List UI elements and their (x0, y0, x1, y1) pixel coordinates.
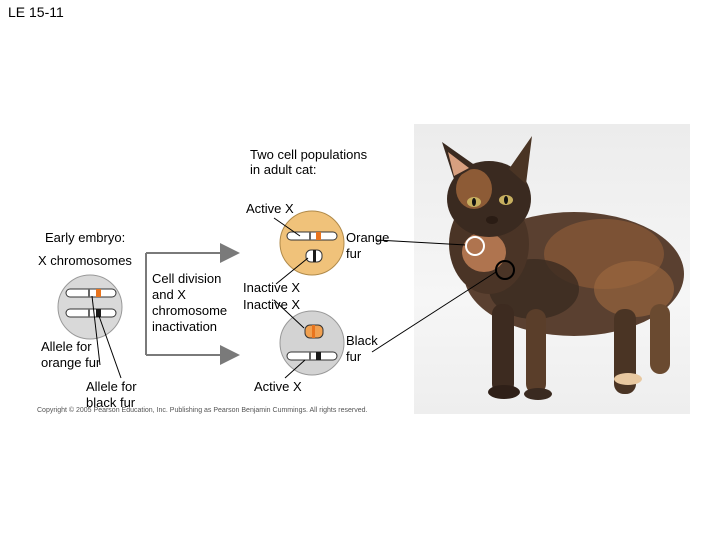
cell-division-line3: chromosome (152, 303, 228, 318)
cell-division-line2: and X (152, 287, 186, 302)
black-fur-marker (495, 260, 515, 280)
leader-black-fur (371, 271, 497, 353)
leader-orange-fur (375, 239, 467, 246)
leader-active-x-bottom (284, 359, 306, 379)
leader-allele-black (98, 315, 122, 379)
embryo-chromosome-black (65, 308, 117, 318)
two-populations-line1: Two cell populations (250, 147, 368, 162)
leader-inactive-x-1 (275, 257, 309, 285)
copyright-notice: Copyright © 2005 Pearson Education, Inc.… (37, 407, 368, 414)
bottom-active-x-chromosome (286, 351, 338, 361)
allele-black-line1: Allele for (86, 379, 137, 394)
inactive-x-label-1: Inactive X (243, 280, 301, 295)
black-fur-cell (279, 310, 345, 376)
cell-division-line1: Cell division (152, 271, 222, 286)
leader-active-x-top (273, 217, 301, 237)
orange-fur-label-line2: fur (346, 246, 362, 261)
top-inactive-x-chromosome (305, 249, 323, 263)
active-x-top-label: Active X (246, 201, 294, 216)
cell-division-line4: inactivation (152, 319, 218, 334)
early-embryo-label: Early embryo: (45, 230, 126, 245)
allele-black-line2: black fur (86, 395, 136, 410)
orange-fur-marker (465, 236, 485, 256)
leader-allele-orange (91, 295, 101, 366)
black-fur-label-line2: fur (346, 349, 362, 364)
x-chromosomes-label: X chromosomes (38, 253, 132, 268)
black-fur-label-line1: Black (346, 333, 378, 348)
tortoiseshell-cat-photo (414, 124, 690, 414)
leader-inactive-x-2 (273, 299, 305, 329)
two-populations-line2: in adult cat: (250, 162, 317, 177)
slide-title: LE 15-11 (8, 4, 64, 20)
inactive-x-label-2: Inactive X (243, 297, 301, 312)
orange-fur-cell (279, 210, 345, 276)
allele-orange-line1: Allele for (41, 339, 92, 354)
orange-fur-label-line1: Orange (346, 230, 390, 245)
active-x-bottom-label: Active X (254, 379, 302, 394)
embryo-cell (57, 274, 123, 340)
cat-illustration (442, 136, 684, 400)
top-active-x-chromosome (286, 231, 338, 241)
bottom-inactive-x-chromosome (304, 324, 324, 339)
embryo-chromosome-orange (65, 288, 117, 298)
allele-orange-line2: orange fur (41, 355, 101, 370)
